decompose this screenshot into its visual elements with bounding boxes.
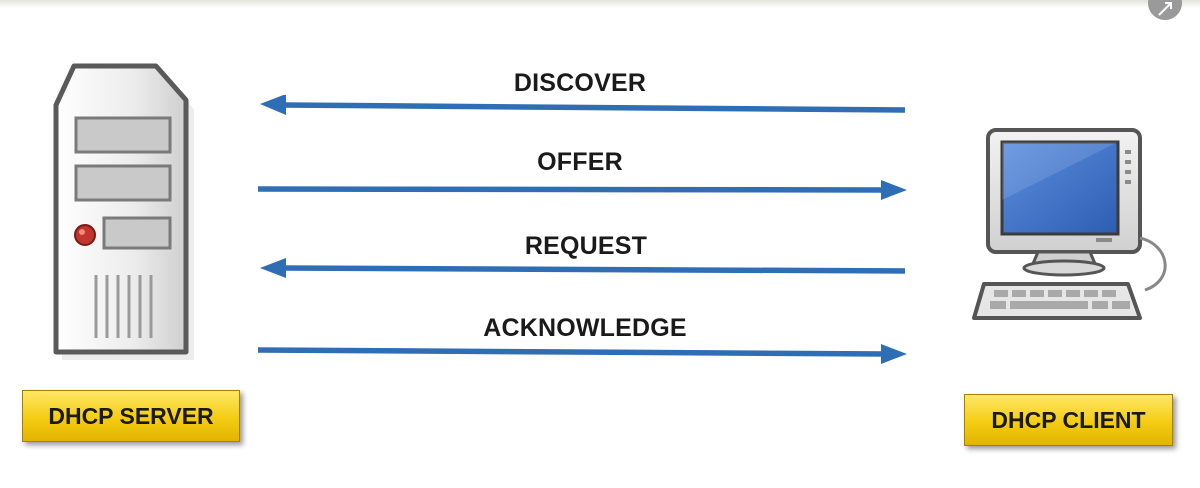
client-label: DHCP CLIENT	[964, 394, 1173, 446]
top-edge-shadow	[0, 0, 1200, 8]
arrow-acknowledge	[257, 344, 907, 364]
message-label-acknowledge: ACKNOWLEDGE	[483, 314, 687, 342]
desktop-computer-icon	[972, 128, 1167, 320]
server-tower-icon	[53, 63, 194, 360]
message-label-request: REQUEST	[524, 232, 648, 260]
expand-icon[interactable]	[1148, 0, 1182, 20]
arrow-discover	[260, 95, 906, 115]
message-label-offer: OFFER	[537, 148, 623, 176]
message-label-discover: DISCOVER	[513, 69, 647, 97]
server-label: DHCP SERVER	[22, 390, 240, 442]
arrow-offer	[257, 180, 907, 200]
arrow-request	[260, 258, 906, 278]
